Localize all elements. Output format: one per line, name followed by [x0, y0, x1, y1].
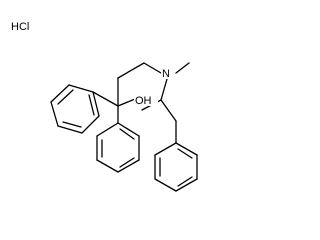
- phenyl-ring-benzyl: [154, 142, 198, 192]
- nitrogen-label: N: [162, 68, 170, 80]
- bond-chiral-ch2: [160, 99, 177, 122]
- bond-n-methyl: [175, 62, 190, 74]
- bond-ch2a-ch2b: [117, 62, 145, 79]
- hcl-label: HCl: [11, 21, 29, 33]
- structure-diagram: HCl: [11, 21, 198, 192]
- molecule-canvas: HCl: [11, 21, 198, 192]
- hydroxyl-label: OH: [135, 95, 152, 107]
- phenyl-ring-lower: [96, 122, 140, 173]
- bond-c-oh: [117, 98, 136, 107]
- bond-n-chiral: [160, 78, 168, 101]
- phenyl-ring-upper-left: [50, 84, 100, 134]
- bond-c-phenyl-upper: [92, 91, 119, 107]
- bond-ch2b-n: [143, 62, 162, 74]
